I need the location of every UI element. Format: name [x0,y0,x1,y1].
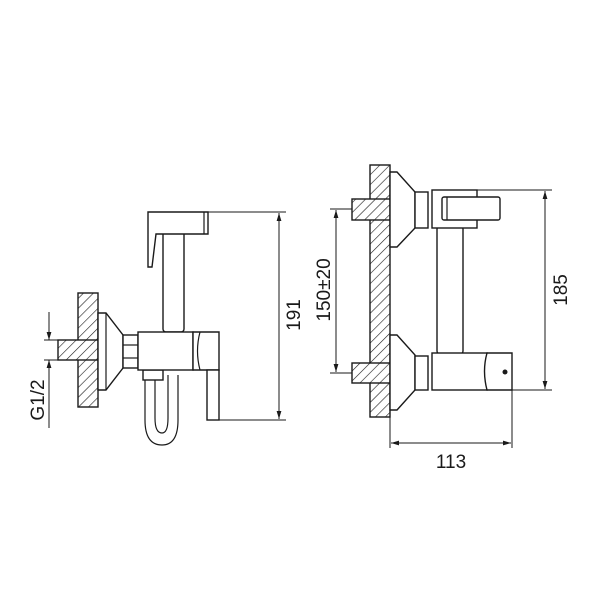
escutcheon [97,312,124,391]
knob-indicator-dot [502,369,508,375]
dimension-label-113: 113 [436,452,466,473]
lower-inlet-section [351,362,391,384]
valve-body [137,331,194,371]
holder-pipe [162,229,185,333]
shower-holder [441,196,501,221]
thread-label-g1-2: G1/2 [28,379,49,420]
lever-handle [206,369,220,421]
riser-tube [436,225,464,355]
upper-nut [414,191,429,229]
dimension-label-185: 185 [551,274,572,306]
upper-escutcheon [389,171,416,248]
inlet-pipe-section [57,339,99,361]
hose [144,375,179,446]
right-view-shower-mixer: 185 150±20 113 [314,164,572,473]
upper-inlet-section [351,198,391,221]
mixer-knob [483,352,513,391]
left-view-bidet-valve: 191 G1/2 [28,211,305,446]
dimension-label-191: 191 [284,299,305,331]
mixer-body [431,352,488,391]
hose-connector [142,369,164,381]
lower-escutcheon [389,334,416,411]
dimension-label-150-20: 150±20 [314,258,335,321]
hex-nut [122,334,139,369]
lower-nut [414,355,429,391]
wall-section [369,164,391,418]
